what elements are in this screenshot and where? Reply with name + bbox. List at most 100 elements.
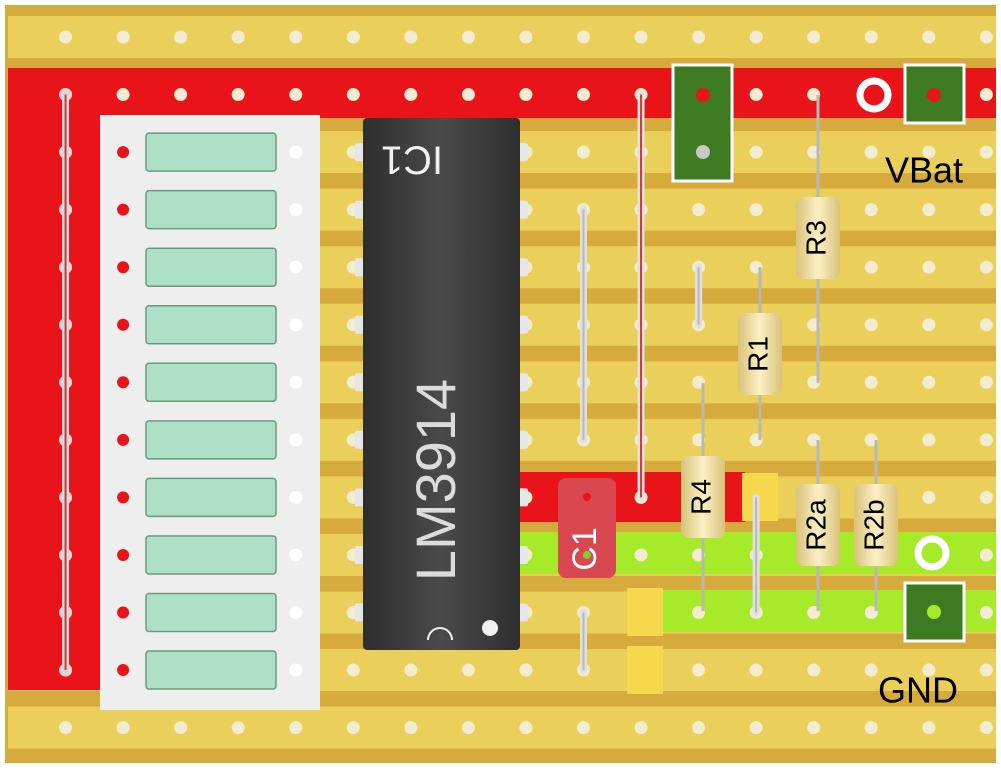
gnd-label: GND [878,670,958,711]
ic-pin [355,603,365,622]
hole [749,721,763,735]
terminal-block-top [671,63,734,183]
hole [749,30,763,44]
hole [59,30,73,44]
led-segment [145,650,277,690]
hole [922,318,936,332]
hole [979,318,993,332]
hole [519,721,533,735]
resistor-r2a: R2a [796,440,840,611]
capacitor-c1: C1 [558,478,616,578]
vbat-label: VBat [885,150,963,191]
hole [864,663,878,677]
resistor-label: R1 [742,336,773,372]
hole [634,30,648,44]
power-rail-left [8,68,100,690]
resistor-body [796,484,840,566]
hole [231,721,245,735]
ic-pin [355,258,365,277]
ic-pin [518,488,528,507]
hole [116,30,130,44]
ic-pins [355,143,528,622]
resistor-label: R2a [800,499,831,551]
ic-lm3914: IC1 LM3914 [355,118,528,650]
hole [519,30,533,44]
hole [116,721,130,735]
resistor-body [796,197,840,279]
hole [404,30,418,44]
hole [461,721,475,735]
led-pin [117,261,130,274]
resistor-body [681,456,725,538]
ic-notch [427,627,453,641]
hole [979,260,993,274]
led-pin [117,318,130,331]
hole [231,88,245,102]
hole [749,203,763,217]
capacitor-body [558,478,616,578]
ic-pin [355,488,365,507]
led-pin [289,203,303,217]
resistor-r1: R1 [738,267,782,440]
led-pin [117,376,130,389]
hole [979,203,993,217]
hole [404,663,418,677]
hole [922,203,936,217]
hole [807,721,821,735]
hole [577,145,590,159]
hole [461,88,475,102]
hole [404,88,418,102]
hole [461,663,475,677]
led-pin [289,606,303,619]
hole [519,88,533,102]
hole [979,30,993,44]
terminal-pin [927,88,941,102]
vbat-terminal: VBat [856,63,966,191]
resistor-label: R4 [685,479,716,515]
hole [864,375,878,389]
hole [289,30,303,44]
terminal-pin [927,605,941,619]
led-segment [145,132,277,172]
resistor-label: R2b [858,499,889,550]
track-cut [627,646,663,694]
ic-pin1-dot [482,620,498,636]
led-bar-graph [100,115,320,710]
hole [289,88,303,102]
capacitor-label: C1 [566,527,604,570]
terminal-body [671,63,734,183]
terminal-pin [696,88,710,102]
hole [979,375,993,389]
hole [692,30,706,44]
gnd-terminal: GND [878,535,966,711]
hole [346,663,360,677]
led-segment [145,477,277,518]
resistor-r2b: R2b [854,440,898,611]
resistor-r4: R4 [681,383,725,611]
hole [979,145,993,159]
ic-pin [355,143,365,162]
hole [174,721,188,735]
hole [979,663,993,677]
hole [59,721,73,735]
hole [174,88,188,102]
led-segment [145,592,277,633]
led-pin [117,664,130,677]
ic-ref-label: IC1 [381,137,443,181]
ic-pin [518,200,528,219]
hole [922,145,936,159]
hole [979,490,993,504]
ic-pin [355,315,365,334]
ic-pin [355,545,365,564]
led-segment [145,305,277,345]
ic-pin [518,258,528,277]
hole [174,30,188,44]
led-pin [289,145,303,159]
hole [346,30,360,44]
hole [692,203,706,217]
hole [692,721,706,735]
ic-pin [518,373,528,392]
hole [864,721,878,735]
led-pin [289,548,303,562]
hole [231,30,245,44]
